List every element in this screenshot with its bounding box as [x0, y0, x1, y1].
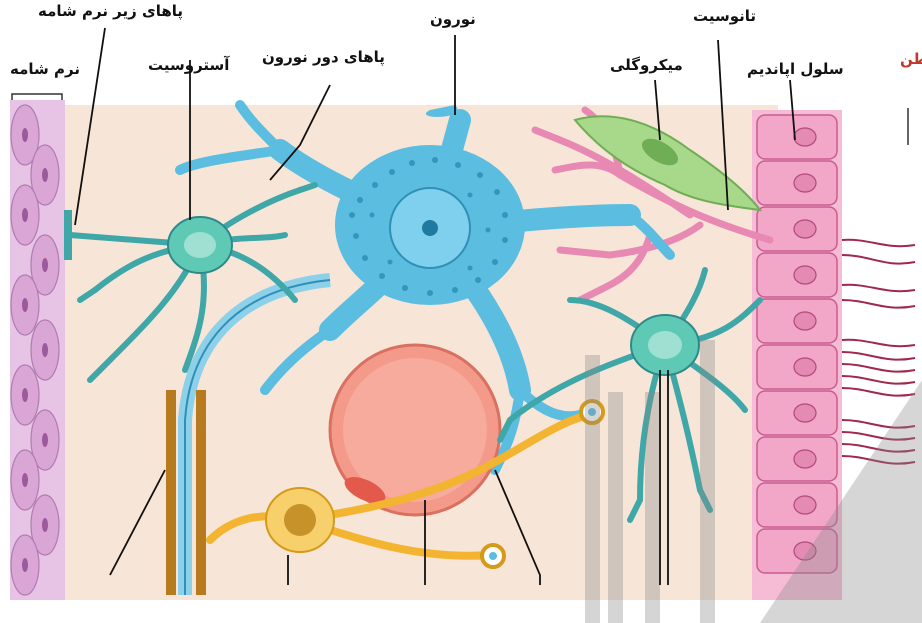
- label-perineuronal-feet: پاهای دور نورون: [262, 50, 385, 65]
- label-tanycyte: تانوسیت: [693, 9, 756, 24]
- label-pia-mater: نرم شامه: [10, 62, 80, 77]
- label-subpial-feet: پاهای زیر نرم شامه: [38, 4, 183, 19]
- label-neuron: نورون: [430, 12, 476, 27]
- pia-mater-layer: [10, 94, 65, 600]
- label-astrocyte: آستروسیت: [148, 58, 229, 73]
- label-microglia: میکروگلی: [610, 58, 683, 73]
- capillary: [330, 345, 500, 515]
- label-ventricle-partial: طن: [900, 52, 922, 67]
- label-ependymal-cell: سلول اپاندیم: [747, 62, 844, 77]
